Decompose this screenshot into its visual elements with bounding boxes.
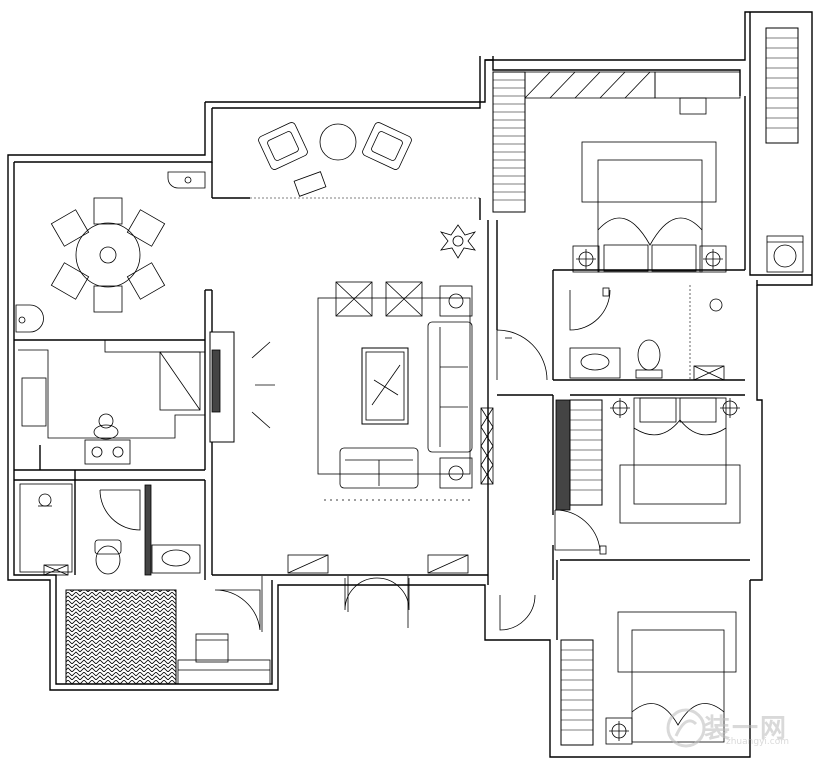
ensuite-bath — [569, 285, 725, 381]
balcony-north — [258, 122, 412, 197]
living-room — [251, 224, 494, 574]
dining-room — [15, 171, 206, 333]
wardrobe-north — [492, 71, 741, 213]
watermark-text: 装一网 — [704, 714, 789, 744]
watermark-logo: 装一网 zhuangyi.com — [664, 706, 824, 750]
doors — [99, 287, 611, 632]
watermark-url: zhuangyi.com — [726, 737, 789, 747]
logo-icon — [666, 708, 706, 748]
plant-icon — [439, 224, 477, 259]
kitchen — [18, 331, 235, 465]
bathroom-west — [19, 483, 201, 576]
master-bedroom — [572, 141, 727, 273]
east-balcony — [765, 27, 804, 273]
exterior-walls — [7, 11, 813, 758]
bedroom-3 — [560, 611, 737, 746]
utility-balcony — [65, 589, 271, 685]
interior-walls — [14, 96, 750, 640]
bedroom-2 — [555, 397, 741, 524]
